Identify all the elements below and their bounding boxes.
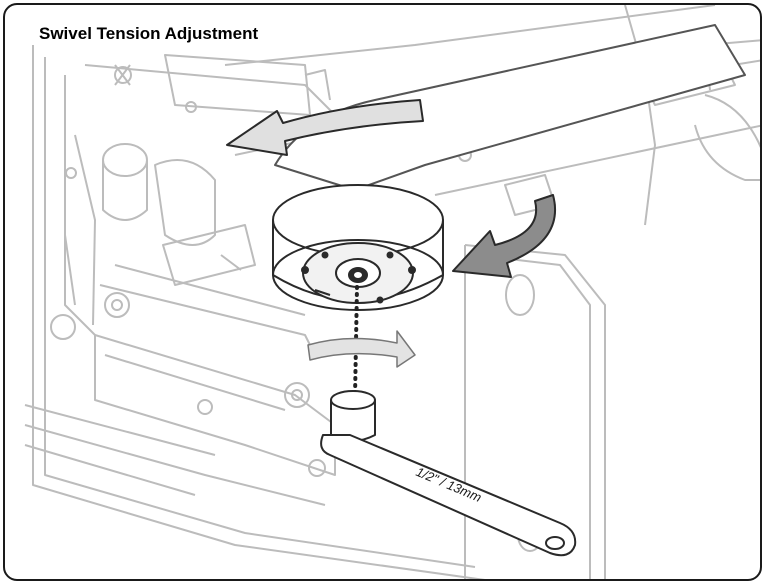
rotate-arrow-down-icon (452, 194, 557, 278)
hex-wrench: 1/2" / 13mm (320, 390, 577, 557)
monitor-arm-illustration: 1/2" / 13mm (24, 5, 760, 579)
swivel-hub (272, 24, 746, 311)
diagram-title: Swivel Tension Adjustment (39, 24, 259, 43)
rotate-arrow-left-icon (226, 99, 424, 156)
diagram-frame: Swivel Tension Adjustment (3, 3, 762, 581)
rotate-arrow-right-icon (307, 330, 416, 368)
